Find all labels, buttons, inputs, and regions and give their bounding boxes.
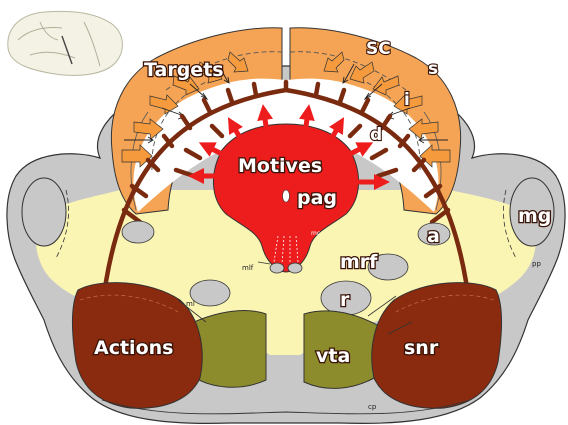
label-mg: mg (518, 205, 551, 227)
mlf-left (270, 263, 284, 273)
label-vta: vta (316, 345, 350, 367)
label-actions: Actions (94, 337, 173, 359)
sagittal-brain-section-icon (8, 11, 123, 75)
label-a: a (427, 225, 440, 247)
nucleus-left-upper (122, 221, 154, 243)
label-r: r (340, 289, 350, 311)
label-targets: Targets (144, 59, 224, 81)
label-pp: pp (532, 260, 541, 268)
label-i: i (404, 90, 410, 110)
label-sc: SC (366, 39, 391, 59)
label-s: s (428, 59, 438, 79)
label-cp: cp (368, 403, 377, 411)
label-mc: mc (311, 230, 320, 237)
label-pag: pag (297, 187, 337, 209)
label-ml: ml (186, 300, 195, 308)
nucleus-left-mid (190, 280, 230, 306)
label-mlf: mlf (242, 264, 254, 272)
label-mrf: mrf (340, 251, 378, 273)
label-snr: snr (404, 337, 439, 359)
mlf-right (288, 263, 302, 273)
lateral-body-left (22, 178, 66, 246)
aqueduct (283, 190, 290, 202)
label-motives: Motives (238, 155, 322, 177)
label-d: d (370, 125, 382, 145)
